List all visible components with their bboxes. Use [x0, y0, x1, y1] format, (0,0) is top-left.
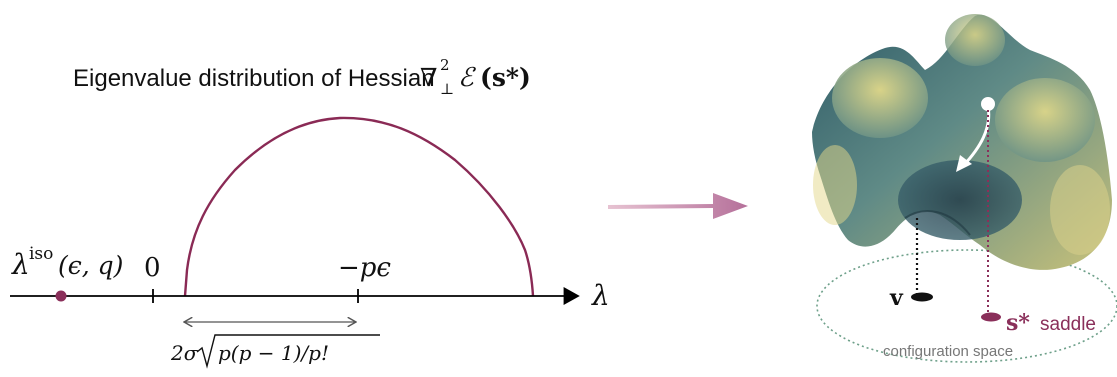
configuration-space-ellipse	[816, 249, 1117, 363]
saddle-marker	[981, 312, 1001, 322]
width-formula: 2σ p(p − 1)/p!	[170, 334, 380, 369]
saddle-word: saddle	[1040, 314, 1096, 335]
formula-prefix: 2σ	[170, 341, 199, 365]
title-sup: 2	[440, 56, 450, 74]
title-nabla: ∇	[420, 63, 437, 92]
isolated-eigenvalue-dot	[55, 290, 67, 302]
configuration-space-label: configuration space	[883, 343, 1013, 360]
descent-arrowhead	[956, 155, 972, 172]
formula-radicand: p(p − 1)/p!	[218, 341, 329, 365]
sqrt-sign	[196, 334, 380, 369]
title-args: (s*)	[480, 63, 531, 92]
title-energy: ℰ	[458, 63, 476, 93]
isolated-eigenvalue-label: λ iso (ϵ, q)	[11, 244, 123, 281]
iso-args: (ϵ, q)	[58, 251, 123, 280]
transition-arrow	[608, 193, 748, 219]
energy-landscape	[812, 14, 1112, 270]
zero-label: 0	[144, 253, 161, 283]
iso-sup: iso	[29, 244, 53, 264]
v-label: v	[889, 285, 904, 311]
hessian-title: Eigenvalue distribution of Hessian ∇ 2 ⊥…	[73, 56, 531, 98]
iso-base: λ	[11, 248, 30, 281]
saddle-symbol: s*	[1006, 310, 1030, 336]
lambda-axis-label: λ	[591, 279, 610, 312]
v-marker	[911, 292, 933, 302]
title-sub: ⊥	[440, 80, 454, 98]
center-label: −pϵ	[338, 253, 391, 283]
semicircle-curve	[183, 116, 535, 297]
title-text: Eigenvalue distribution of Hessian	[73, 65, 435, 92]
